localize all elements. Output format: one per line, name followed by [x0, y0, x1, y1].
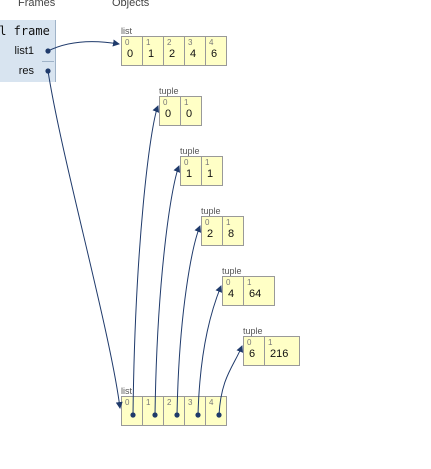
cell-index: 3 [188, 398, 193, 407]
res-list-object: 0 1 2 3 4 [121, 396, 227, 426]
cell: 4 [206, 397, 227, 425]
cell-index: 0 [184, 158, 189, 167]
cell-index: 1 [205, 158, 210, 167]
frame-separator [42, 61, 54, 62]
cell-index: 0 [125, 38, 130, 47]
cell-index: 0 [247, 338, 252, 347]
cell: 2 [164, 397, 185, 425]
var-res-name: res [18, 65, 34, 77]
tuple-type-label: tuple [201, 206, 221, 216]
cell-value: 0 [165, 108, 172, 120]
cell: 3 [185, 397, 206, 425]
tuple-type-label: tuple [180, 146, 200, 156]
frames-header: Frames [18, 0, 56, 9]
cell-index: 2 [167, 398, 172, 407]
var-list1-name: list1 [14, 45, 34, 57]
cell-value: 1 [186, 168, 193, 180]
cell-value: 216 [270, 348, 289, 360]
cell-value: 2 [207, 228, 214, 240]
cell-index: 3 [188, 38, 193, 47]
cell-value: 6 [211, 48, 218, 60]
cell-index: 0 [163, 98, 168, 107]
list1-type-label: list [121, 26, 132, 36]
cell-value: 64 [249, 288, 262, 300]
reference-arrow [47, 39, 120, 52]
cell-index: 0 [125, 398, 130, 407]
cell-value: 1 [207, 168, 214, 180]
cell-value: 1 [148, 48, 155, 60]
cell-index: 4 [209, 398, 214, 407]
cell-index: 4 [209, 38, 214, 47]
reference-arrow [218, 345, 244, 416]
cell-index: 0 [226, 278, 231, 287]
reference-arrow [176, 225, 202, 416]
objects-header: Objects [112, 0, 150, 9]
tuple-type-label: tuple [222, 266, 242, 276]
reference-arrow [132, 105, 160, 416]
cell-index: 1 [247, 278, 252, 287]
reference-arrow [47, 70, 123, 409]
cell: 0 [122, 397, 143, 425]
cell-value: 6 [249, 348, 256, 360]
cell-index: 2 [167, 38, 172, 47]
cell-index: 0 [205, 218, 210, 227]
reference-arrow [197, 285, 223, 416]
cell-value: 4 [190, 48, 197, 60]
cell-index: 1 [146, 38, 151, 47]
cell-value: 2 [169, 48, 176, 60]
tuple-type-label: tuple [243, 326, 263, 336]
cell-value: 0 [127, 48, 134, 60]
cell-value: 8 [228, 228, 235, 240]
cell-index: 1 [184, 98, 189, 107]
cell-index: 1 [226, 218, 231, 227]
reference-arrow [154, 165, 181, 416]
cell-value: 4 [228, 288, 235, 300]
cell: 1 [143, 397, 164, 425]
tuple-type-label: tuple [159, 86, 179, 96]
res-type-label: list [121, 386, 132, 396]
cell-index: 1 [268, 338, 273, 347]
cell-value: 0 [186, 108, 193, 120]
frame-title: al frame [0, 24, 50, 38]
cell-index: 1 [146, 398, 151, 407]
